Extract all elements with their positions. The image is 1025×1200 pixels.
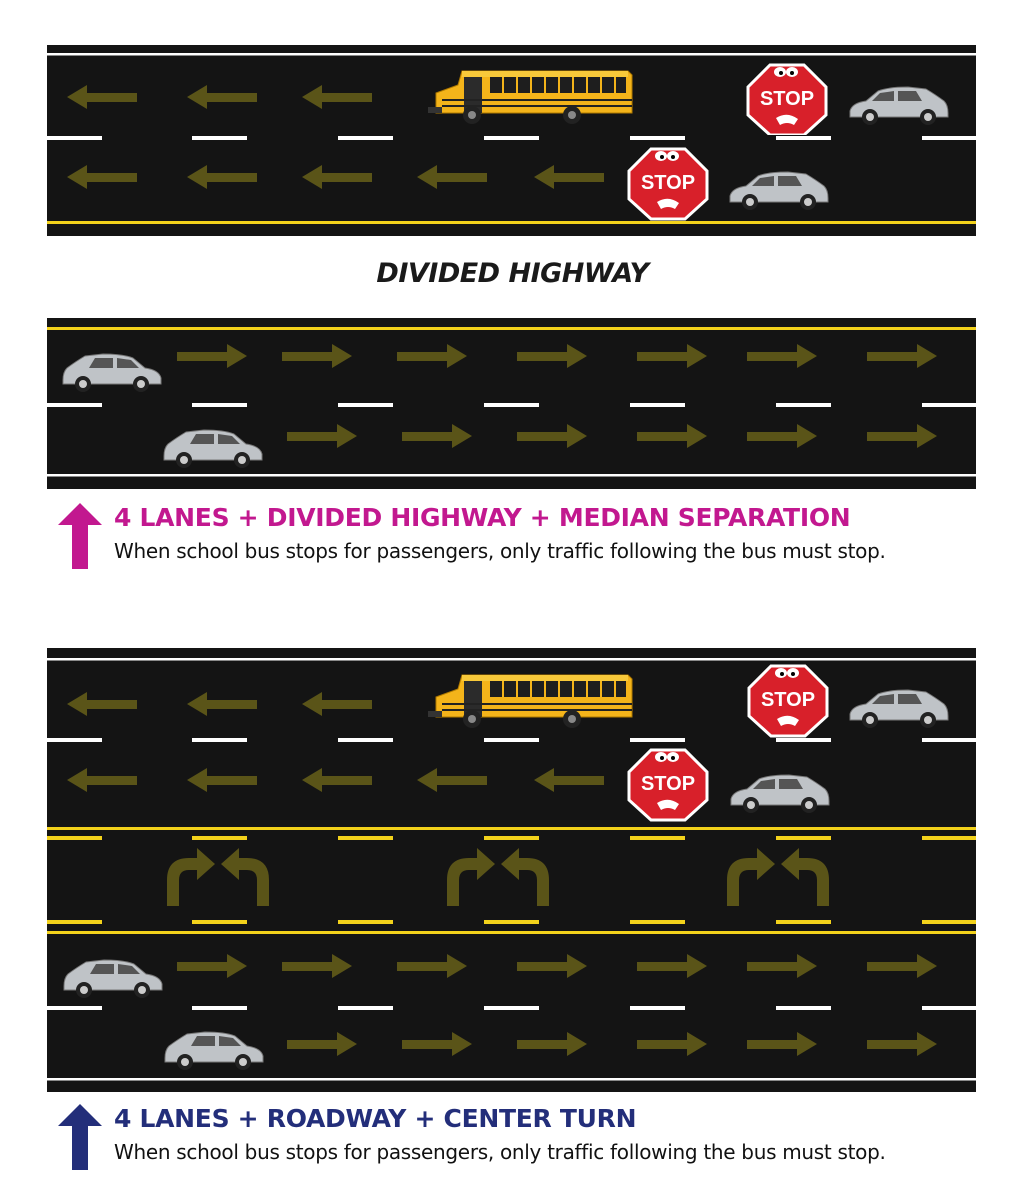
car-icon — [62, 353, 162, 392]
direction-arrows-right — [177, 344, 937, 448]
caption-description: When school bus stops for passengers, on… — [114, 1140, 886, 1164]
stop-sign-label: STOP — [760, 88, 814, 110]
stop-sign: STOP — [627, 748, 709, 822]
stop-sign-label: STOP — [641, 773, 695, 795]
school-bus — [428, 70, 633, 124]
stop-sign: STOP — [627, 147, 709, 221]
car-icon — [63, 959, 163, 998]
direction-arrows-left — [67, 85, 604, 189]
caption-description: When school bus stops for passengers, on… — [114, 539, 886, 563]
caption-center-turn: 4 LANES + ROADWAY + CENTER TURN When sch… — [58, 1104, 958, 1174]
arrow-up-icon — [58, 1104, 102, 1170]
car-icon — [849, 689, 949, 728]
caption-divided-highway: 4 LANES + DIVIDED HIGHWAY + MEDIAN SEPAR… — [58, 503, 958, 573]
caption-title: 4 LANES + ROADWAY + CENTER TURN — [114, 1104, 637, 1133]
stop-sign-label: STOP — [761, 689, 815, 711]
stop-sign: STOP — [747, 664, 829, 738]
stop-sign: STOP — [746, 63, 828, 135]
car-icon — [730, 774, 830, 813]
car-icon — [164, 1031, 264, 1070]
car-icon — [849, 86, 949, 125]
diagram-heading: DIVIDED HIGHWAY — [376, 258, 649, 289]
car-icon — [163, 429, 263, 468]
school-bus — [428, 674, 633, 728]
caption-title: 4 LANES + DIVIDED HIGHWAY + MEDIAN SEPAR… — [114, 503, 851, 532]
car-icon — [729, 171, 829, 210]
turn-arrows — [167, 848, 829, 906]
stop-sign-label: STOP — [641, 172, 695, 194]
arrow-up-icon — [58, 503, 102, 569]
